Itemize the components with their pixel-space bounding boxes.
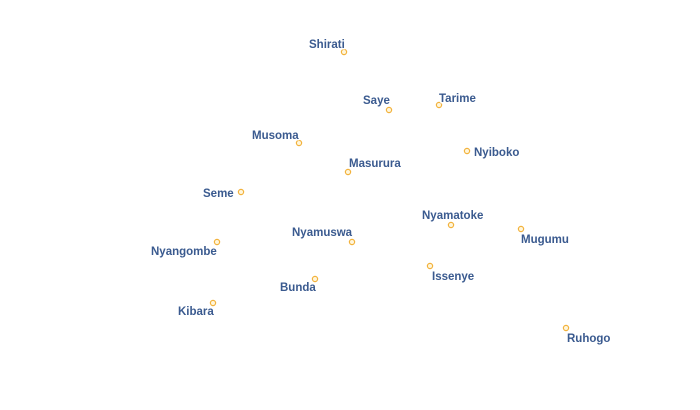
place-nyangombe[interactable]: Nyangombe [150,238,221,260]
place-label: Shirati [309,39,345,51]
place-kibara[interactable]: Kibara [177,299,217,320]
place-marker-icon[interactable] [344,168,352,176]
place-marker-icon[interactable] [385,106,393,114]
place-tarime[interactable]: Tarime [435,92,477,109]
place-marker-icon[interactable] [348,238,356,246]
place-marker-icon[interactable] [295,139,303,147]
place-marker-icon[interactable] [435,101,443,109]
place-label: Masurura [349,158,401,170]
place-marker-icon[interactable] [209,299,217,307]
place-label: Nyamatoke [422,210,483,222]
place-label: Tarime [439,93,476,105]
place-label: Musoma [252,130,299,142]
place-saye[interactable]: Saye [362,94,393,114]
place-label: Nyiboko [474,147,519,159]
place-marker-icon[interactable] [237,188,245,196]
place-label: Saye [363,95,390,107]
place-label: Seme [203,188,234,200]
place-ruhogo[interactable]: Ruhogo [562,324,612,347]
place-nyiboko[interactable]: Nyiboko [463,146,521,161]
place-label: Ruhogo [567,333,610,345]
place-label: Nyangombe [151,246,217,258]
place-marker-icon[interactable] [447,221,455,229]
place-bunda[interactable]: Bunda [279,275,319,296]
place-marker-icon[interactable] [517,225,525,233]
place-seme[interactable]: Seme [202,187,245,202]
place-mugumu[interactable]: Mugumu [517,225,570,248]
place-nyamatoke[interactable]: Nyamatoke [421,209,485,229]
place-issenye[interactable]: Issenye [426,262,476,285]
place-label: Kibara [178,306,214,318]
place-label: Issenye [432,271,474,283]
place-masurura[interactable]: Masurura [344,157,403,176]
place-label: Bunda [280,282,316,294]
place-marker-icon[interactable] [340,48,348,56]
place-marker-icon[interactable] [311,275,319,283]
place-musoma[interactable]: Musoma [251,129,303,147]
place-marker-icon[interactable] [562,324,570,332]
place-label: Nyamuswa [292,227,353,239]
place-marker-icon[interactable] [463,147,471,155]
place-marker-icon[interactable] [213,238,221,246]
place-label: Mugumu [521,234,569,246]
place-nyamuswa[interactable]: Nyamuswa [291,226,356,246]
place-marker-icon[interactable] [426,262,434,270]
place-shirati[interactable]: Shirati [308,38,348,56]
